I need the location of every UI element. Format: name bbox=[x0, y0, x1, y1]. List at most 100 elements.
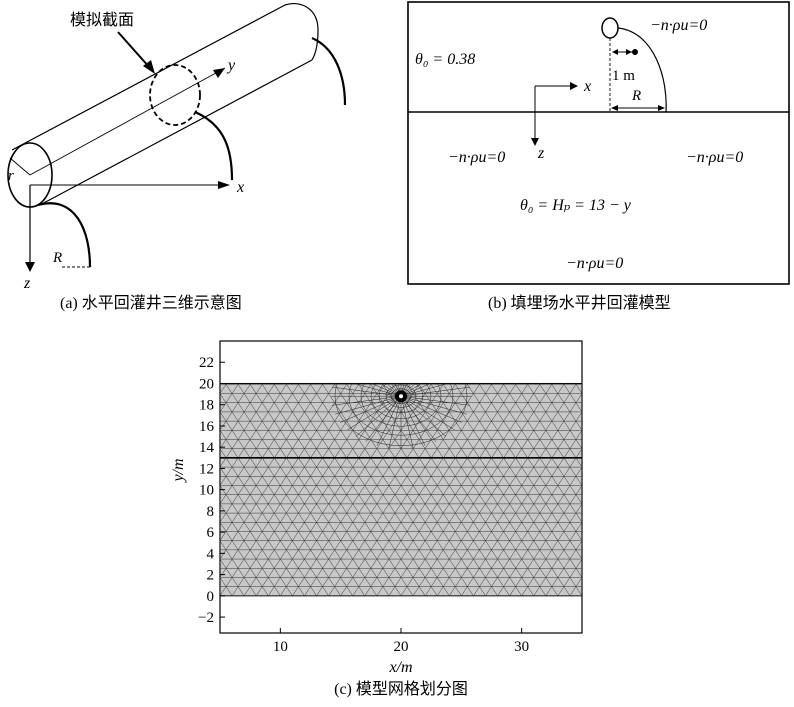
mesh-line-d1 bbox=[521, 503, 582, 596]
refine-ring bbox=[334, 383, 468, 446]
dim-R-label: R bbox=[631, 88, 641, 104]
mesh-line-d2 bbox=[478, 383, 582, 542]
refine-spoke bbox=[340, 395, 402, 423]
flux-right-label: −n·ρu=0 bbox=[686, 149, 743, 166]
dim-1m-arrow-right bbox=[626, 49, 632, 55]
y-axis-arrow bbox=[213, 68, 225, 78]
mesh-line-d1 bbox=[400, 383, 541, 596]
mesh-line-d2 bbox=[333, 383, 474, 596]
mesh-line-d2 bbox=[382, 383, 522, 596]
dim-1m-arrow-left bbox=[612, 49, 618, 55]
mesh-line-d1 bbox=[569, 576, 582, 596]
mesh-line-d2 bbox=[648, 383, 787, 595]
mesh-line-d2 bbox=[394, 383, 534, 596]
refine-spoke bbox=[400, 396, 447, 437]
callout-arrowhead bbox=[143, 60, 155, 74]
x-tick-label: 20 bbox=[394, 639, 409, 655]
refine-spoke bbox=[400, 395, 470, 406]
mesh-line-d1 bbox=[51, 383, 190, 595]
mesh-line-d1 bbox=[220, 383, 251, 431]
refine-spoke bbox=[400, 383, 416, 397]
dim-R-arrow-right bbox=[658, 105, 665, 111]
mesh-line-d2 bbox=[600, 383, 739, 595]
mesh-line-d1 bbox=[642, 383, 781, 595]
mesh-line-d2 bbox=[502, 383, 582, 505]
refine-spoke bbox=[400, 396, 414, 448]
z-axis-arrow bbox=[25, 262, 35, 272]
y-tick-label: −2 bbox=[198, 610, 214, 626]
mesh-line-d2 bbox=[0, 383, 51, 595]
mesh-line-d1 bbox=[509, 485, 582, 596]
mesh-line-d1 bbox=[763, 383, 794, 595]
mesh-line-d2 bbox=[261, 383, 402, 596]
mesh-line-d1 bbox=[292, 383, 432, 596]
mesh-line-d1 bbox=[594, 383, 733, 595]
well-point bbox=[399, 394, 403, 399]
mesh-line-d1 bbox=[243, 383, 384, 596]
x-axis-title: x/m bbox=[388, 659, 412, 676]
mesh-line-d1 bbox=[739, 383, 794, 595]
mesh-line-d1 bbox=[304, 383, 445, 596]
mesh-line-d2 bbox=[0, 383, 123, 595]
well-circle bbox=[601, 17, 619, 39]
caption-a: (a) 水平回灌井三维示意图 bbox=[60, 293, 242, 312]
y-tick-label: 2 bbox=[207, 568, 215, 584]
mesh-line-d1 bbox=[727, 383, 794, 595]
mesh-line-d2 bbox=[220, 429, 329, 596]
refine-ring bbox=[390, 388, 412, 404]
b-axis-x-label: x bbox=[583, 78, 591, 95]
radius-R-label: R bbox=[52, 250, 62, 266]
mesh-line-d1 bbox=[436, 383, 577, 596]
y-tick-label: 18 bbox=[199, 398, 214, 414]
mesh-line-d1 bbox=[751, 383, 794, 595]
mesh-line-d1 bbox=[220, 383, 360, 596]
mesh-line-d2 bbox=[225, 383, 366, 596]
refine-spoke bbox=[365, 396, 402, 442]
y-tick-label: 0 bbox=[207, 589, 215, 605]
y-tick-label: 16 bbox=[199, 419, 215, 435]
mesh-line-d2 bbox=[237, 383, 378, 596]
mesh-line-d2 bbox=[442, 383, 582, 596]
mesh-line-d1 bbox=[316, 383, 457, 596]
mesh-line-d2 bbox=[220, 448, 317, 596]
mesh-line-d1 bbox=[533, 521, 582, 596]
mesh-line-d1 bbox=[27, 383, 166, 595]
refine-ring bbox=[360, 383, 442, 427]
x-tick-label: 10 bbox=[273, 639, 288, 655]
mesh-line-d1 bbox=[220, 383, 312, 523]
mesh-line-d2 bbox=[0, 383, 87, 595]
refine-spoke bbox=[400, 386, 470, 397]
caption-b: (b) 填埋场水平井回灌模型 bbox=[488, 294, 671, 312]
mesh-line-d1 bbox=[606, 383, 745, 595]
refine-spoke bbox=[394, 383, 402, 397]
mesh-line-d1 bbox=[497, 466, 582, 596]
mesh-line-d2 bbox=[526, 383, 582, 468]
refine-spoke bbox=[400, 395, 462, 423]
refine-ring bbox=[370, 383, 432, 419]
refine-spoke bbox=[400, 396, 426, 446]
mesh-line-d1 bbox=[388, 383, 529, 596]
y-tick-label: 12 bbox=[199, 461, 214, 477]
mesh-line-d2 bbox=[0, 383, 111, 595]
mesh-line-d1 bbox=[775, 383, 794, 595]
refine-spoke bbox=[400, 383, 432, 397]
mesh-line-d2 bbox=[220, 521, 269, 596]
mesh-line-d1 bbox=[461, 411, 582, 596]
callout-label: 模拟截面 bbox=[70, 11, 134, 29]
mesh-line-d1 bbox=[280, 383, 420, 596]
mesh-line-d2 bbox=[466, 383, 582, 560]
mesh-line-d1 bbox=[352, 383, 493, 596]
y-tick-label: 22 bbox=[199, 355, 214, 371]
y-tick-label: 20 bbox=[199, 376, 214, 392]
mesh-line-d1 bbox=[220, 383, 348, 578]
mesh-line-d1 bbox=[715, 383, 794, 595]
refine-ring bbox=[348, 383, 454, 436]
mesh-line-d2 bbox=[220, 466, 305, 596]
flux-top-label: −n·ρu=0 bbox=[650, 17, 707, 34]
mesh-line-d1 bbox=[581, 595, 582, 596]
axis-z-label: z bbox=[23, 275, 31, 292]
y-axis-title: y/m bbox=[170, 458, 187, 483]
refine-spoke bbox=[355, 396, 402, 437]
y-axis-line bbox=[29, 67, 226, 176]
ground-curve-back bbox=[311, 36, 347, 106]
